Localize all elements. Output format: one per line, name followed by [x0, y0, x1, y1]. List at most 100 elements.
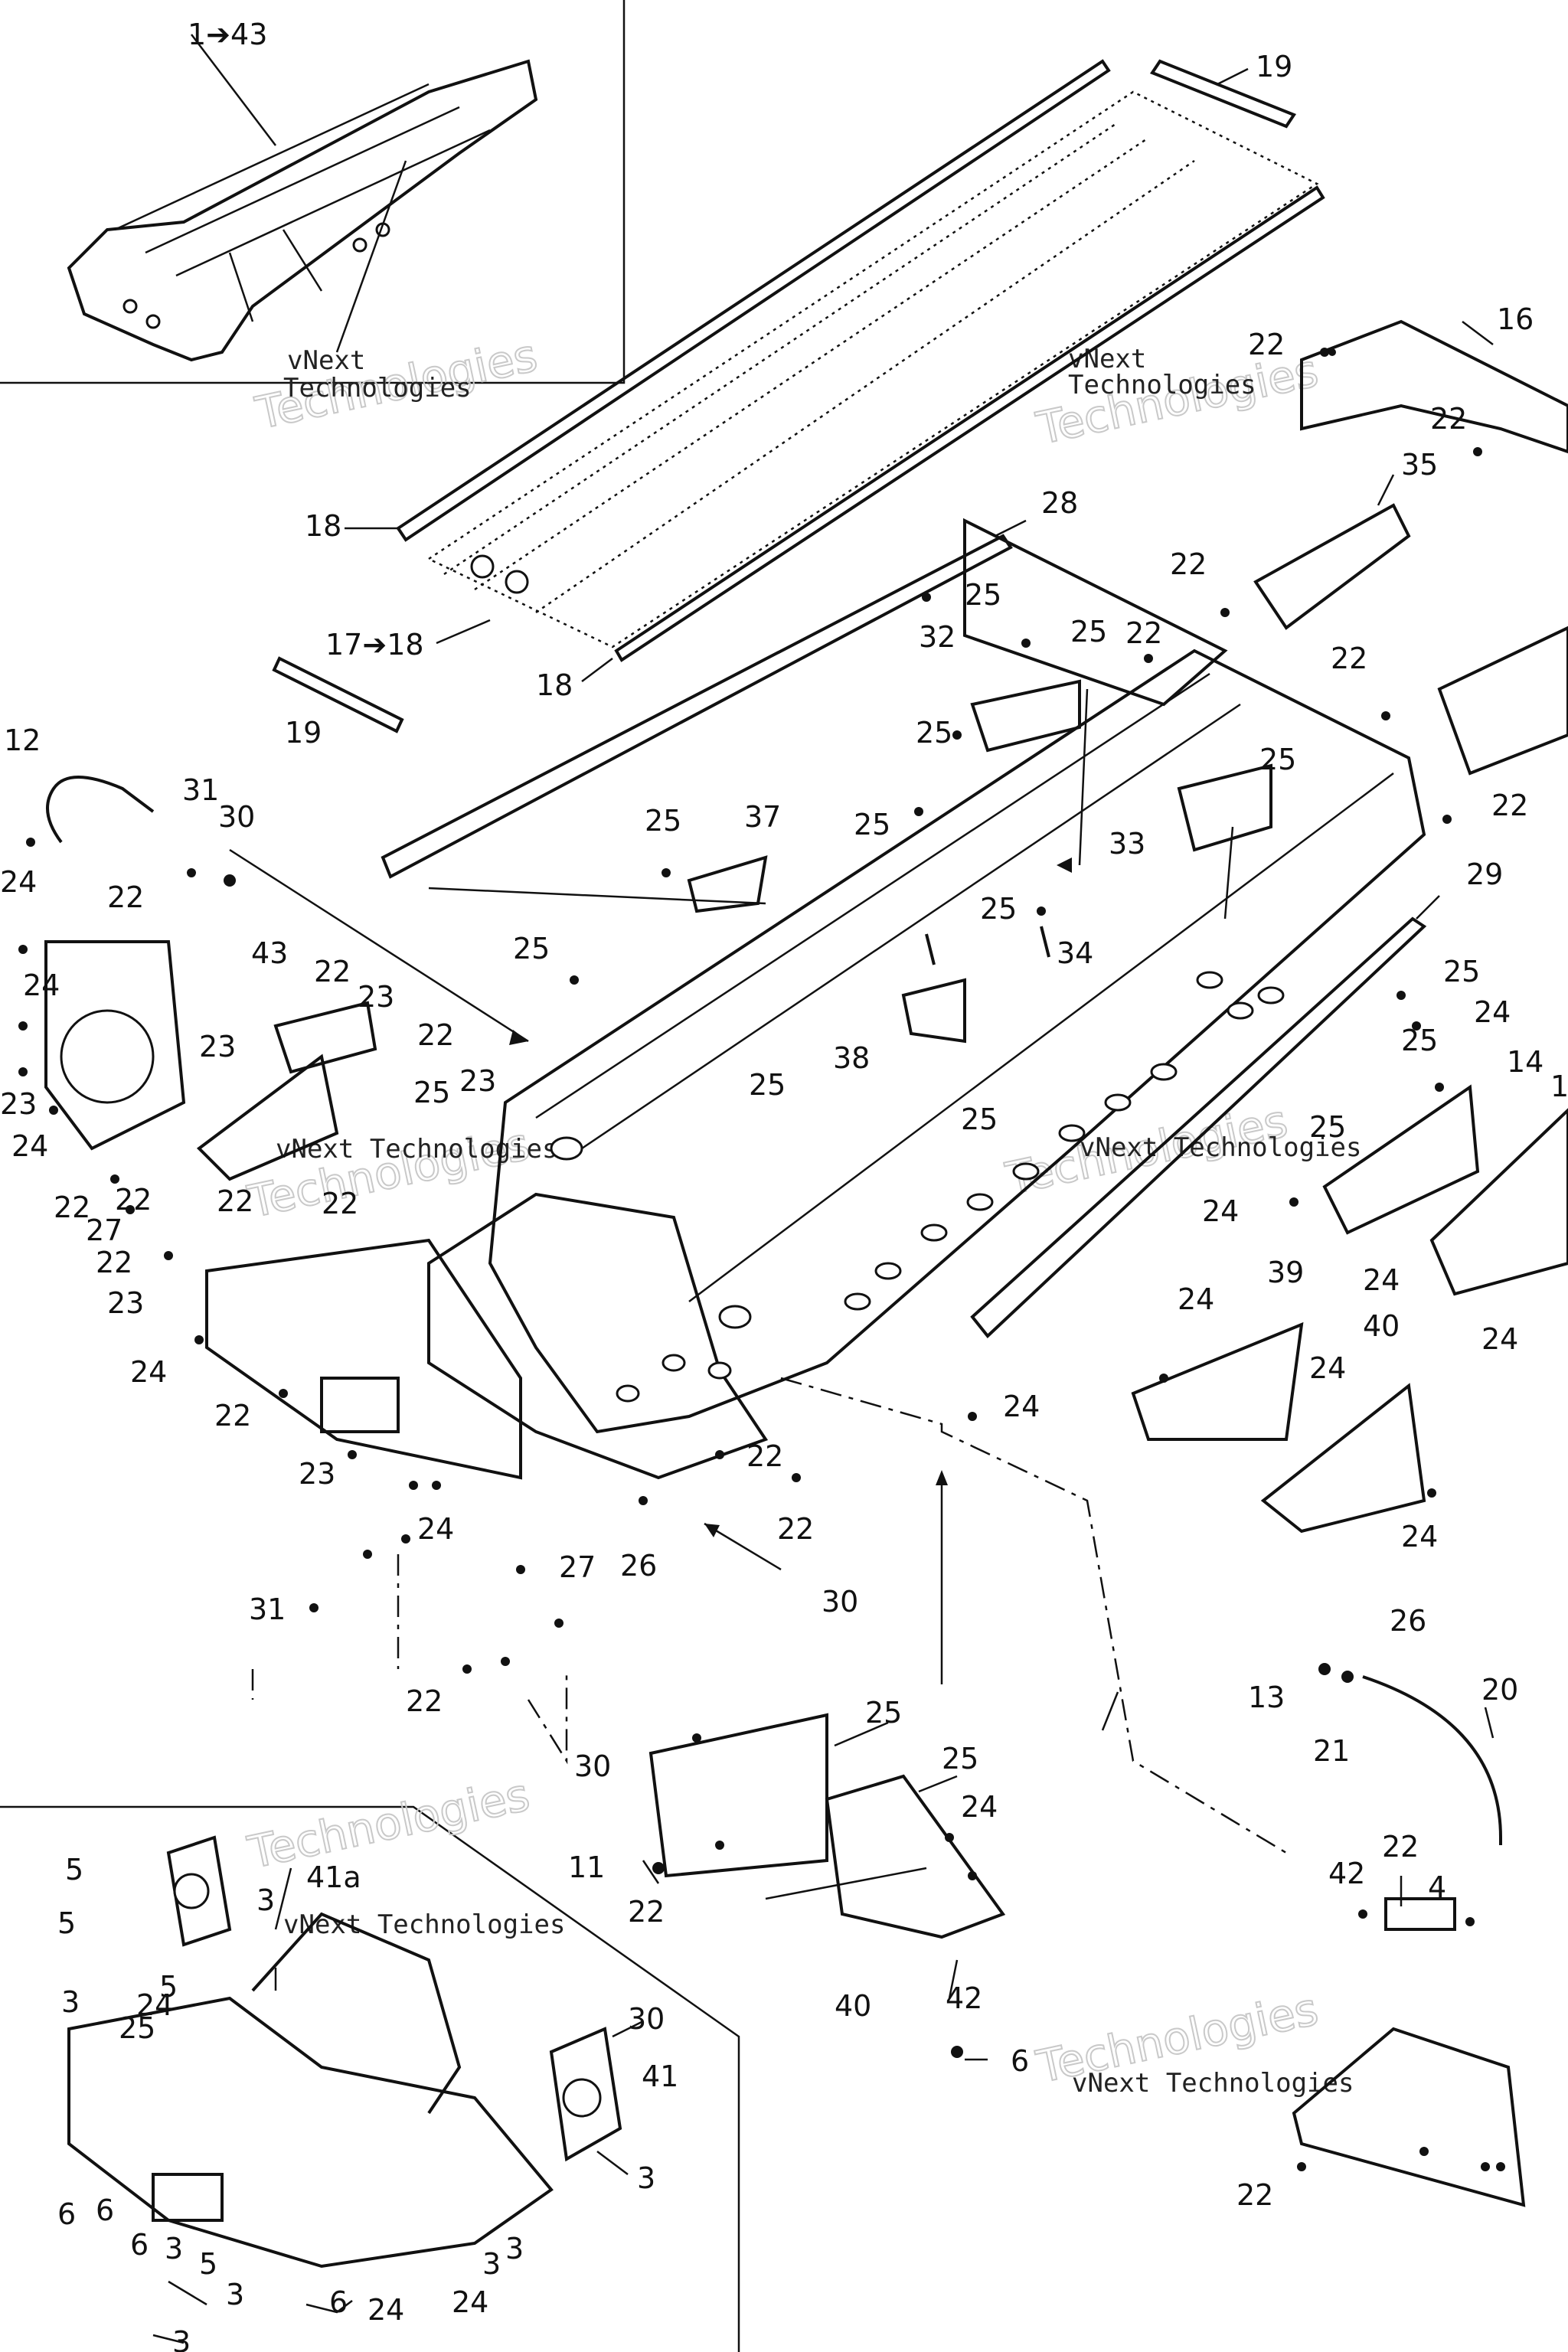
callout-42-right: 30 — [628, 2002, 665, 2036]
brackets — [44, 319, 1568, 2207]
footrest-14 — [1322, 1084, 1480, 1235]
callout-4: 41a — [306, 1860, 361, 1894]
callout-3-top: 5 — [159, 1970, 178, 2004]
bracket-33 — [1177, 763, 1272, 852]
callout-23-27: 23 — [107, 1286, 144, 1320]
callout-22-11a: 42 — [1328, 1857, 1365, 1890]
callout-6-c: 3 — [165, 2232, 183, 2265]
callout-24-21: 42 — [946, 1981, 982, 2015]
callout-23-front: 23 — [299, 1457, 335, 1491]
callout-24-40b: 24 — [1401, 1520, 1438, 1553]
runner-28 — [381, 534, 1013, 879]
rail-18-left — [396, 59, 1111, 542]
callout-30-20: 11 — [568, 1851, 605, 1884]
callout-18-bottom: 18 — [536, 668, 573, 702]
callout-5-top: 3 — [256, 1883, 275, 1917]
callout-22-13: 21 — [1313, 1734, 1350, 1768]
callout-37: 37 — [744, 800, 781, 834]
callout-17-18: 17➔18 — [325, 628, 424, 662]
callout-24-bumper: 24 — [130, 1355, 167, 1389]
callout-5-left: 3 — [61, 1985, 80, 2019]
callout-3-inset-a: 6 — [96, 2194, 114, 2227]
callout-30-left: 30 — [218, 800, 255, 834]
callout-35: 35 — [1401, 448, 1438, 482]
callout-24-front: 22 — [214, 1399, 251, 1432]
bracket-35 — [1253, 503, 1411, 630]
alignment-lines — [251, 1377, 1287, 1854]
footrest-39 — [1131, 1321, 1304, 1441]
callout-25-38: 25 — [749, 1068, 786, 1102]
footrest-15 — [1429, 1108, 1568, 1296]
tunnel-outline-17 — [426, 90, 1319, 648]
plate-43 — [44, 940, 186, 1151]
callout-39: 39 — [1267, 1256, 1304, 1289]
callout-5-mid: 24 — [136, 1988, 173, 2022]
spacer-34 — [925, 926, 1050, 965]
callout-24-left: 24 — [11, 1129, 48, 1163]
callout-5-bottom: 3 — [482, 2247, 501, 2281]
callout-24-15: 24 — [1363, 1263, 1400, 1297]
callout-25-15: 24 — [1481, 1322, 1518, 1356]
callout-23-bracket: 23 — [199, 1030, 236, 1063]
callout-25-bracket: 25 — [413, 1076, 450, 1109]
main-chassis — [205, 518, 1426, 1480]
callout-24-20: 22 — [628, 1895, 665, 1929]
callout-40: 40 — [1363, 1309, 1400, 1343]
callout-25-20: 30 — [574, 1749, 611, 1783]
callout-12: 12 — [4, 724, 41, 757]
inset-frame-bottom-left — [0, 1805, 740, 2352]
callout-25-37: 25 — [645, 804, 681, 838]
callout-20: 25 — [865, 1696, 902, 1730]
callout-24-14: 24 — [1202, 1194, 1239, 1228]
callout-22-12: 22 — [107, 880, 144, 914]
callout-23-center: 23 — [459, 1064, 496, 1098]
callout-28: 28 — [1041, 486, 1078, 520]
callout-22-27: 22 — [96, 1246, 132, 1279]
watermark-text-5: vNext Technologies — [283, 1909, 565, 1940]
callout-25-29: 25 — [1443, 955, 1480, 988]
callout-labels: 1➔43 19 16 22 22 35 18 28 25 17➔18 18 32… — [0, 18, 1568, 2352]
callout-30-right: 13 — [1248, 1681, 1285, 1714]
callout-22-right: 22 — [1331, 642, 1367, 675]
callout-24-43: 24 — [23, 969, 60, 1002]
bracket-22 — [273, 1001, 377, 1074]
callout-41a: 5 — [57, 1906, 76, 1940]
callout-25-14b: 25 — [1309, 1110, 1346, 1144]
support-42-41 — [549, 2027, 622, 2162]
upper-panel — [963, 518, 1228, 707]
watermark-text-1a: vNext — [287, 345, 365, 376]
inset-frame-top-left — [0, 0, 626, 384]
callout-27-left: 27 — [86, 1214, 122, 1247]
callout-18-left: 18 — [305, 509, 341, 543]
footrest-40 — [1260, 1383, 1426, 1534]
callout-24-bottom-a: 24 — [417, 1512, 454, 1546]
callout-22-left-d: 22 — [322, 1187, 358, 1220]
callout-22-left-b: 22 — [115, 1183, 152, 1217]
tunnel-rivet-rows — [443, 121, 1195, 614]
callout-14: 14 — [1507, 1045, 1544, 1079]
callout-22-left-c: 22 — [217, 1184, 253, 1218]
callout-25-33: 25 — [1259, 743, 1296, 776]
callout-3-inset-c: 3 — [505, 2232, 524, 2265]
callout-22-left-a: 22 — [54, 1191, 90, 1224]
handle-13 — [1362, 1675, 1502, 1845]
callout-43: 43 — [251, 936, 288, 970]
callout-24-12: 24 — [0, 865, 37, 899]
front-hoop — [251, 1912, 462, 2115]
callout-41: 3 — [637, 2161, 655, 2195]
front-bracket — [320, 1377, 400, 1433]
callout-22-mid: 22 — [1125, 616, 1162, 650]
callout-25-32: 25 — [1070, 615, 1107, 648]
callout-6-d: 5 — [199, 2247, 217, 2281]
callout-16: 16 — [1497, 302, 1534, 336]
callout-26-bottom: 22 — [406, 1684, 443, 1718]
callout-24-14: 24 — [1474, 995, 1511, 1029]
tunnel-top-parts — [272, 59, 1427, 1338]
callout-25-21b: 40 — [835, 1989, 871, 2023]
front-frame — [67, 1996, 554, 2269]
callout-22-33: 22 — [1491, 789, 1528, 822]
callout-42-left: 5 — [65, 1853, 83, 1886]
callout-19-top: 19 — [1256, 50, 1292, 83]
